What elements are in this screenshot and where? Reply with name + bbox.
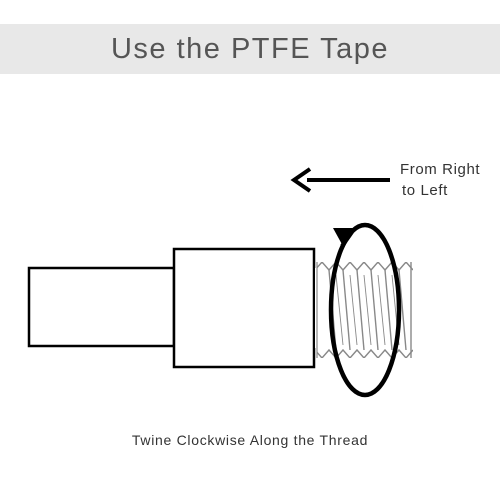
fitting-body [172, 247, 316, 369]
caption: Twine Clockwise Along the Thread [131, 432, 369, 448]
page-title: Use the PTFE Tape [110, 32, 390, 65]
direction-label: From Right to Left [400, 159, 480, 201]
title-band: Use the PTFE Tape [0, 24, 500, 74]
direction-label-line2: to Left [402, 182, 448, 199]
direction-label-line1: From Right [400, 161, 481, 178]
arrow-left-icon [290, 167, 390, 193]
pipe-small-section [27, 266, 176, 348]
clockwise-rotation-icon [328, 222, 402, 398]
